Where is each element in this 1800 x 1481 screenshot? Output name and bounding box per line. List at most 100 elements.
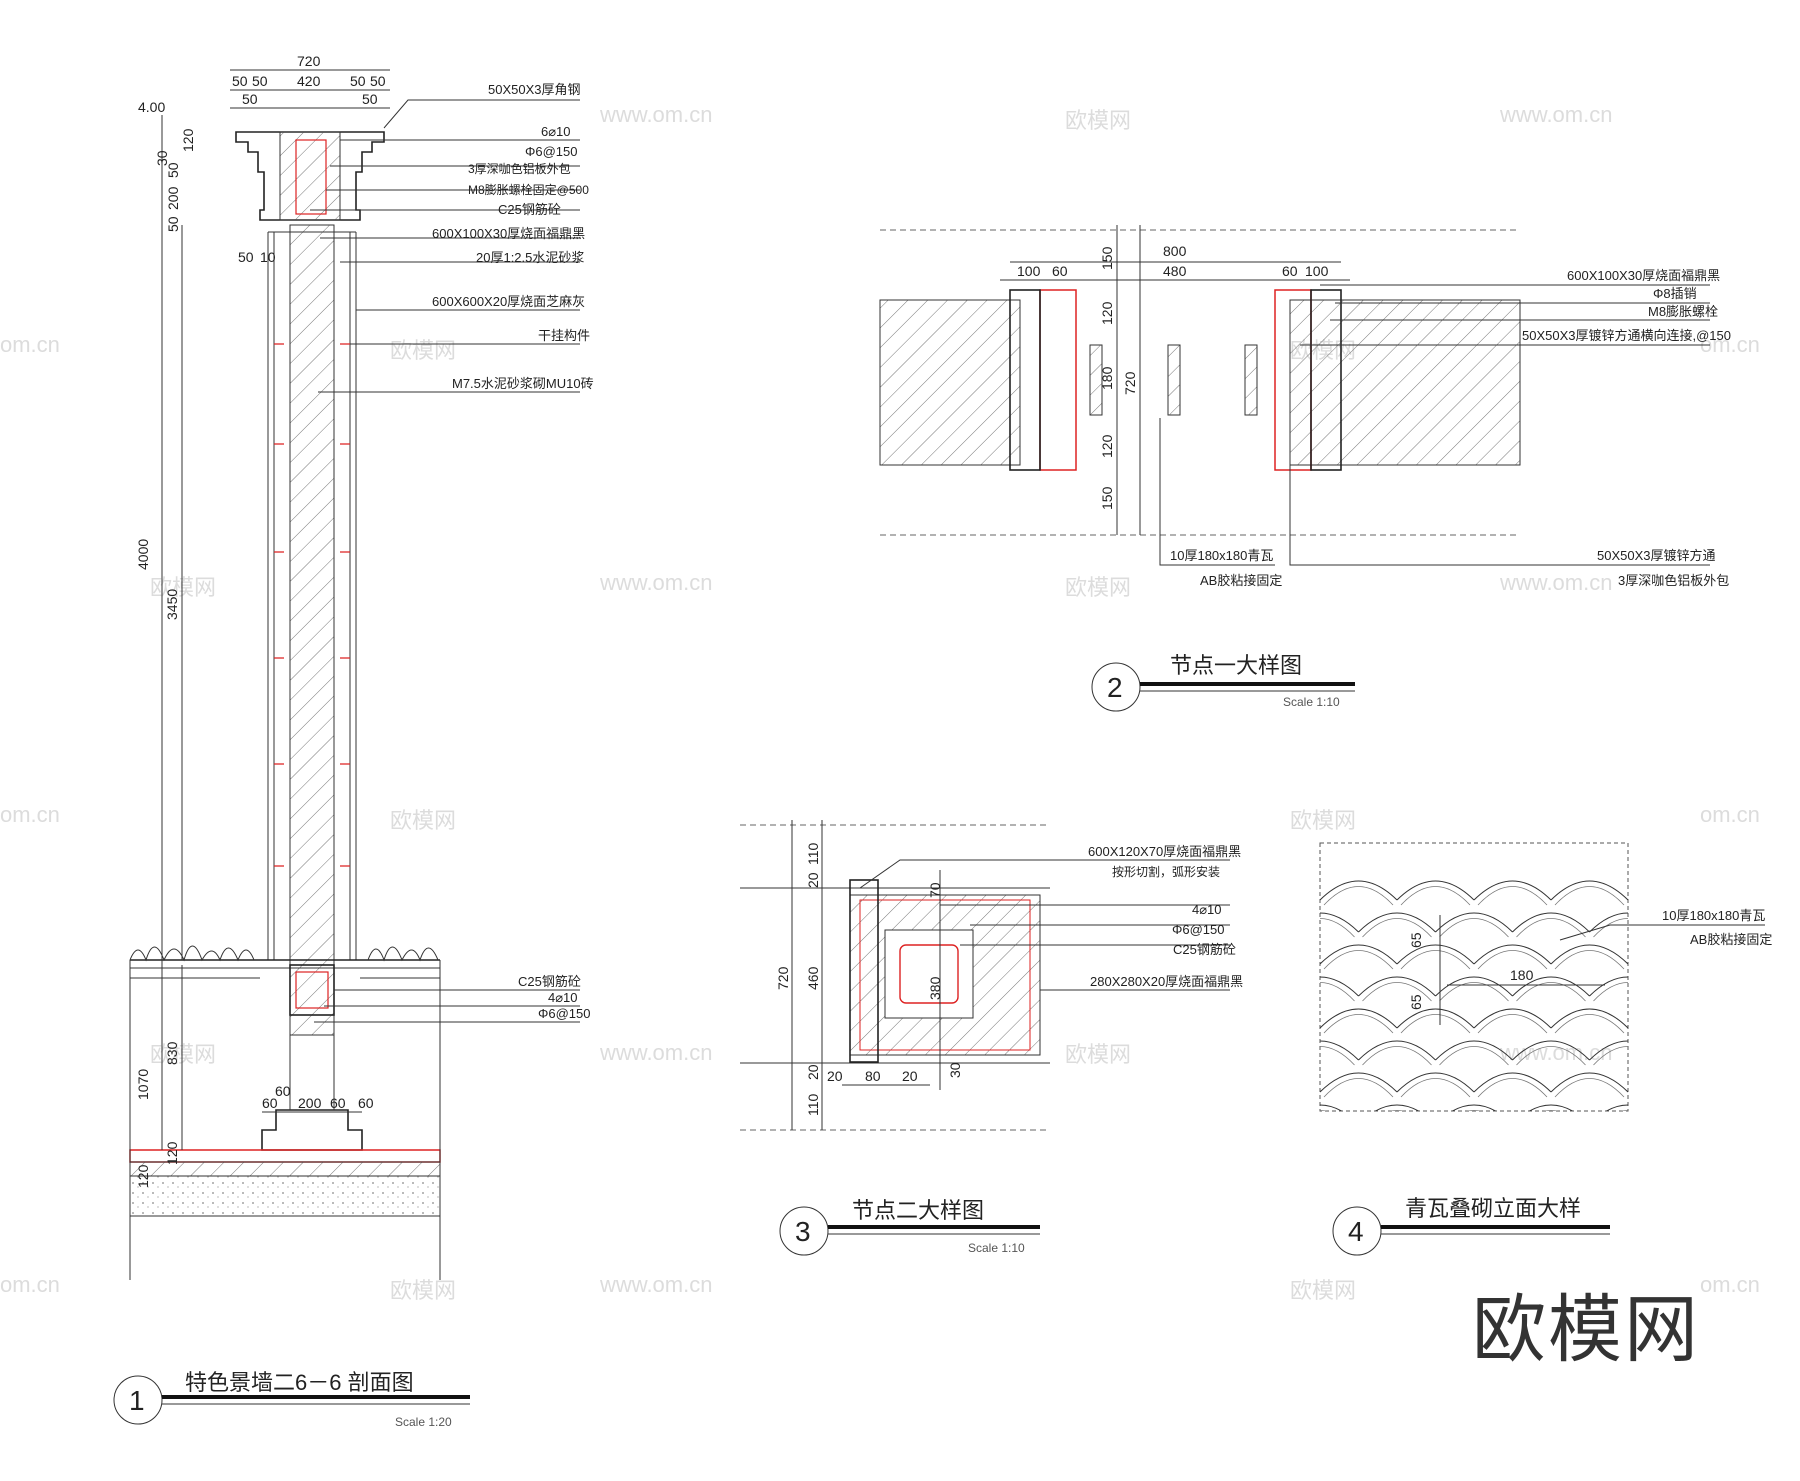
tile-arc [1358,1040,1436,1061]
tile-arc [1374,1104,1420,1111]
view-title-4: 4 青瓦叠砌立面大样 [1332,1196,1610,1256]
tile-arc [1320,899,1321,900]
tile-arc [1358,976,1436,997]
coping-core [279,131,341,221]
tile-arc-inner [1593,918,1628,938]
dim-label: 200 [165,186,181,210]
tile-dimensions: 65 65 180 [1408,915,1605,1025]
dim-label: 50 [370,73,386,89]
label-beam-stirrup: Φ6@150 [538,1006,591,1021]
tile-arc [1320,1072,1398,1093]
dim-label: 720 [775,966,791,990]
node2-dimensions: 110 20 720 460 20 110 70 380 30 20 80 20 [775,820,963,1130]
view-title: 特色景墙二6－6 剖面图 [185,1370,414,1395]
tile-arc-inner [1320,918,1355,938]
label-beam-rebar: 4⌀10 [548,990,578,1005]
watermark-big-logo: 欧模网 [1472,1288,1700,1371]
tile-arc [1320,944,1398,965]
watermark-brand: 欧模网 [390,338,456,363]
tile-arc-inner [1247,1015,1316,1034]
tile-arc-inner [1477,950,1548,970]
tile-arc [1320,1040,1359,1061]
dim-label: 50 [242,91,258,107]
label-cover-stone: 280X280X20厚烧面福鼎黑 [1090,974,1243,989]
tile-arc-inner [1400,1078,1471,1098]
tile-arc [1451,1104,1497,1111]
coping-cap [235,131,385,221]
label-rebar: 6⌀10 [541,124,571,139]
tile-arc [1528,1104,1574,1111]
tile-arc-inner [1466,1110,1482,1111]
watermark-site: www.om.cn [1499,1040,1612,1065]
tile-arc [1320,1091,1321,1092]
dim-label: 60 [330,1095,346,1111]
shrub-left-right [129,945,439,962]
view-number: 1 [129,1385,145,1416]
dim-label: 10 [260,249,276,265]
dim-label: 3450 [164,589,180,620]
label-dowel: Φ8插销 [1653,286,1697,301]
label-rebar: 4⌀10 [1192,902,1222,917]
tile-arc-inner [1323,1014,1394,1034]
left-wall-body [879,299,1021,466]
dim-label: 100 [1017,263,1041,279]
steel-frame [859,899,1031,1051]
view-title-2: 2 节点一大样图 Scale 1:10 [1091,653,1355,712]
tile-arc-inner [1554,1078,1625,1098]
tile-arc-inner [1516,918,1586,938]
tile-arc [1512,1040,1590,1061]
label-stirrup: Φ6@150 [525,144,578,159]
tile-arc [1320,1027,1321,1028]
section-leaders: 50X50X3厚角钢 6⌀10 Φ6@150 3厚深咖色铝板外包 M8膨胀螺栓固… [310,82,594,1023]
wall-shaft [289,224,335,1036]
tile-arc-inner [1320,982,1355,1002]
watermark-site: www.om.cn [599,1040,712,1065]
label-black-granite: 600X100X30厚烧面福鼎黑 [432,226,585,241]
tile-scale-pattern [1247,880,1628,1111]
tile-arc [1320,976,1359,997]
tile-arc-inner [1323,950,1394,970]
watermark-brand: 欧模网 [390,808,456,833]
dim-label: 20 [902,1068,918,1084]
tile-arc-inner [1362,1046,1432,1066]
tile-arc [1320,880,1398,901]
watermark-brand: 欧模网 [1065,1042,1131,1067]
view-number-circle [1332,1206,1382,1256]
label-arc-install: 按形切割，弧形安装 [1112,864,1220,879]
dim-label: 100 [1305,263,1329,279]
dim-label: 380 [927,976,943,1000]
dim-label: 720 [297,53,321,69]
dim-label: 120 [135,1164,151,1188]
tile-arc-inner [1439,982,1509,1002]
dim-label: 50 [238,249,254,265]
view-number: 2 [1107,672,1123,703]
label-concrete: C25钢筋砼 [1173,942,1236,957]
dim-label: 50 [165,162,181,178]
tile-arc-inner [1516,982,1586,1002]
dim-label: 420 [297,73,321,89]
cap-stone [849,879,879,1063]
dim-label: 60 [1282,263,1298,279]
tile-arc-inner [1362,918,1432,938]
tile-arc-inner [1323,886,1394,906]
watermark-brand: 欧模网 [390,1278,456,1303]
tile-arc-inner [1320,1046,1355,1066]
tile-arc-inner [1400,886,1471,906]
tile-arc-inner [1593,1046,1628,1066]
tile-arc-inner [1400,950,1471,970]
left-cladding [1009,289,1041,471]
dim-label: 30 [947,1062,963,1078]
tile-arc [1550,1072,1628,1093]
label-aluminum-wrap: 3厚深咖色铝板外包 [468,161,571,176]
view-title-3: 3 节点二大样图 Scale 1:10 [779,1198,1040,1256]
watermark-edge: om.cn [1700,1272,1760,1297]
dim-label: 110 [805,1093,821,1116]
view-number: 3 [795,1216,811,1247]
detail-view-3: 110 20 720 460 20 110 70 380 30 20 80 20… [740,820,1243,1256]
label-aluminum-wrap: 3厚深咖色铝板外包 [1618,573,1729,588]
dim-label: 60 [262,1095,278,1111]
tile-arc-inner [1593,982,1628,1002]
dim-label: 480 [1163,263,1187,279]
tile-arc [1550,944,1628,965]
